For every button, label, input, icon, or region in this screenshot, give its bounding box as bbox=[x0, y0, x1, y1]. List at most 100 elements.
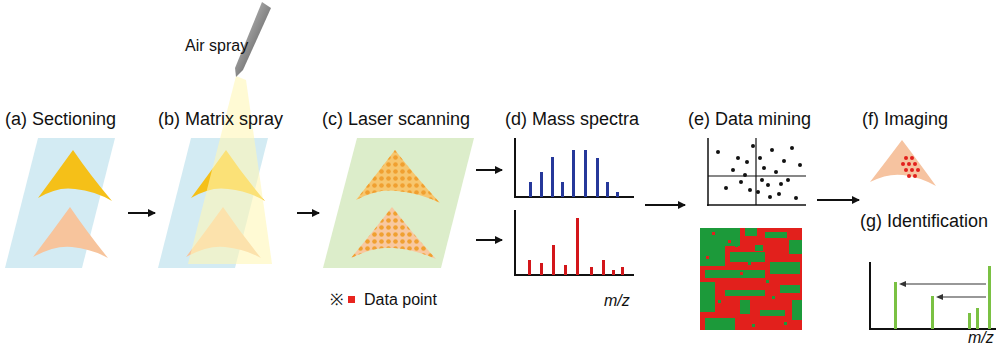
section-slide bbox=[38, 150, 112, 201]
stage-heading: (c) Laser scanning bbox=[322, 108, 470, 130]
scatter-plot bbox=[777, 192, 781, 196]
stage-panel: (e) Data mining bbox=[688, 108, 814, 333]
scanned-slide bbox=[351, 207, 436, 259]
heatmap bbox=[752, 324, 755, 327]
heatmap bbox=[755, 245, 763, 251]
mass-spectrum-blue bbox=[514, 138, 516, 198]
stage-heading: (g) Identification bbox=[860, 210, 988, 232]
heatmap bbox=[706, 232, 743, 275]
image-tissue bbox=[901, 162, 905, 166]
heatmap bbox=[722, 236, 725, 239]
stage-panel: (g) Identification bbox=[860, 210, 996, 335]
heatmap bbox=[730, 252, 765, 262]
annotation-label: Air spray bbox=[185, 36, 248, 56]
stage-panel: (c) Laser scanning bbox=[322, 108, 473, 273]
heatmap bbox=[780, 285, 800, 293]
image-tissue bbox=[916, 168, 920, 172]
stage-panel: (a) Sectioning bbox=[5, 108, 125, 273]
heatmap bbox=[766, 280, 769, 283]
flow-arrow bbox=[476, 239, 502, 241]
scatter-plot bbox=[779, 182, 783, 186]
section-slide bbox=[33, 207, 108, 258]
scatter-plot bbox=[770, 148, 774, 152]
scatter-plot bbox=[798, 163, 802, 167]
scatter-plot bbox=[716, 150, 720, 154]
mass-spectrum-blue bbox=[616, 192, 619, 197]
heatmap bbox=[740, 300, 750, 314]
identification-spectrum bbox=[936, 294, 943, 300]
scatter-plot bbox=[751, 144, 755, 148]
heatmap bbox=[728, 240, 731, 243]
identification-spectrum bbox=[941, 296, 986, 297]
heatmap bbox=[772, 296, 775, 299]
annotation-label: ※ bbox=[330, 290, 343, 310]
identification-spectrum bbox=[869, 262, 871, 330]
image-tissue bbox=[910, 168, 914, 172]
identification-spectrum bbox=[869, 262, 996, 330]
scatter-plot bbox=[782, 159, 786, 163]
scatter-plot bbox=[748, 188, 752, 192]
identification-spectrum bbox=[931, 296, 934, 329]
identification-spectrum bbox=[899, 281, 906, 287]
scatter-plot bbox=[755, 138, 756, 205]
image-tissue bbox=[904, 168, 908, 172]
matrix-spray-slide bbox=[188, 76, 272, 264]
heatmap bbox=[740, 272, 743, 275]
scatter-plot bbox=[786, 178, 790, 182]
scanned-slide bbox=[356, 150, 440, 203]
scatter-plot bbox=[762, 166, 766, 170]
axis-label: m/z bbox=[604, 291, 630, 311]
scatter-plot bbox=[708, 175, 806, 176]
flow-arrow bbox=[645, 204, 685, 206]
heatmap bbox=[700, 228, 740, 246]
image-tissue bbox=[910, 156, 914, 160]
heatmap bbox=[735, 244, 738, 247]
legend-swatch bbox=[348, 296, 355, 303]
section-slide bbox=[5, 138, 115, 268]
heatmap bbox=[705, 318, 735, 330]
mass-spectrum-red bbox=[612, 270, 615, 275]
heatmap bbox=[792, 300, 802, 320]
image-tissue bbox=[913, 174, 917, 178]
scatter-plot bbox=[724, 186, 728, 190]
heatmap bbox=[765, 232, 787, 238]
stage-panel: (b) Matrix spray bbox=[158, 108, 294, 273]
identification-spectrum bbox=[976, 308, 979, 329]
scatter-plot bbox=[739, 180, 743, 184]
stage-panel: (d) Mass spectra bbox=[505, 108, 642, 283]
legend-text: Data point bbox=[364, 290, 437, 310]
mass-spectrum-red bbox=[528, 260, 531, 275]
stage-panel: (f) Imaging bbox=[862, 108, 954, 208]
mass-spectrum-blue bbox=[596, 158, 599, 197]
flow-arrow bbox=[476, 169, 502, 171]
mass-spectrum-red bbox=[621, 267, 624, 275]
scatter-plot bbox=[766, 183, 770, 187]
stage-heading: (f) Imaging bbox=[862, 108, 948, 130]
scatter-plot bbox=[745, 160, 749, 164]
heatmap bbox=[706, 256, 709, 259]
scatter-plot bbox=[790, 146, 794, 150]
heatmap bbox=[770, 262, 800, 274]
heatmap bbox=[700, 228, 802, 330]
mass-spectrum-red bbox=[590, 267, 593, 275]
scatter-plot bbox=[760, 178, 764, 182]
image-tissue bbox=[901, 156, 920, 178]
identification-spectrum bbox=[968, 313, 971, 329]
scatter-plot bbox=[731, 168, 735, 172]
scanned-slide bbox=[323, 138, 474, 268]
mass-spectrum-red bbox=[602, 260, 605, 275]
heatmap bbox=[789, 240, 802, 254]
identification-spectrum bbox=[894, 282, 897, 329]
mass-spectrum-red bbox=[514, 210, 634, 276]
image-tissue bbox=[870, 140, 936, 186]
mass-spectrum-blue bbox=[540, 172, 543, 197]
identification-spectrum bbox=[988, 266, 991, 329]
scanned-slide bbox=[351, 207, 436, 259]
mass-spectrum-red bbox=[514, 274, 634, 276]
scatter-plot bbox=[707, 138, 806, 206]
mass-spectrum-blue bbox=[529, 182, 532, 197]
scatter-plot bbox=[707, 138, 709, 206]
mass-spectrum-red bbox=[540, 263, 543, 275]
mass-spectrum-red bbox=[552, 245, 555, 275]
